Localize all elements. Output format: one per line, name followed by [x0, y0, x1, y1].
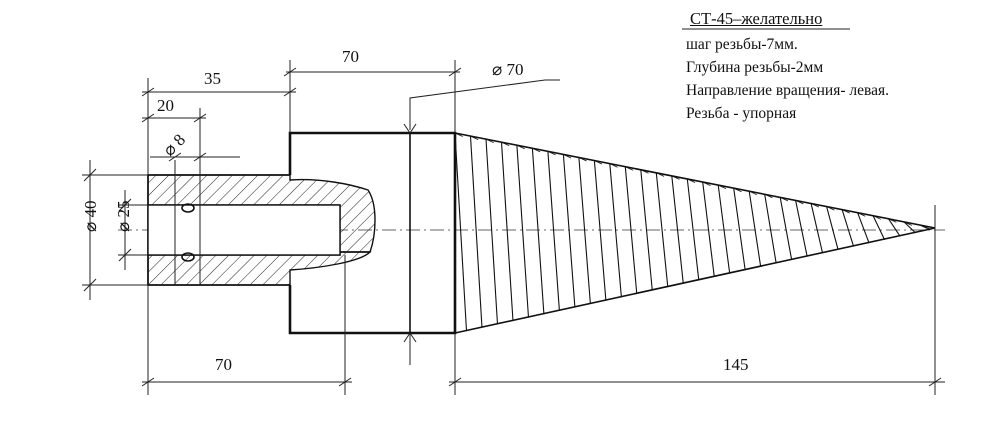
thread-tooth — [780, 197, 789, 202]
dim-dia-40: ⌀ 40 — [81, 201, 100, 233]
shank — [147, 160, 376, 286]
thread-line — [702, 181, 715, 277]
cone — [454, 132, 936, 334]
cross-hole-lower — [181, 252, 195, 262]
dim-35: 35 — [204, 69, 221, 88]
thread-line — [872, 215, 886, 240]
thread-line — [671, 175, 684, 284]
thread-tooth — [656, 172, 665, 177]
thread-tooth — [671, 175, 680, 180]
thread-tooth — [857, 212, 866, 217]
thread-line — [748, 191, 762, 267]
thread-lines — [454, 132, 932, 332]
thread-tooth — [810, 203, 820, 208]
thread-line — [655, 172, 669, 288]
thread-line — [562, 154, 576, 308]
dim-dia-8: ⌀ 8 — [159, 130, 189, 160]
thread-tooth — [640, 169, 649, 174]
thread-tooth — [919, 224, 928, 229]
cross-hole — [181, 203, 195, 213]
thread-line — [469, 136, 483, 328]
thread-tooth — [733, 187, 742, 193]
thread-line — [686, 178, 700, 281]
thread-line — [640, 169, 653, 291]
thread-line — [826, 206, 839, 250]
thread-line — [516, 145, 530, 318]
dim-70-top: 70 — [342, 47, 359, 66]
thread-tooth — [625, 166, 634, 171]
thread-line — [810, 203, 824, 254]
dim-dia-70: ⌀ 70 — [492, 60, 524, 79]
thread-tooth — [749, 190, 758, 196]
thread-line — [609, 163, 622, 298]
thread-tooth — [532, 147, 541, 153]
thread-line — [717, 185, 731, 274]
thread-tooth — [702, 181, 711, 186]
thread-line — [795, 200, 808, 257]
note-thread-type: Резьба - упорная — [686, 105, 797, 122]
hatch-lower — [147, 251, 372, 286]
thread-tooth — [470, 135, 479, 140]
thread-line — [888, 218, 901, 237]
bore — [147, 204, 341, 256]
thread-tooth — [485, 138, 494, 144]
dim-dia-25: ⌀ 25 — [114, 201, 133, 233]
thread-tooth — [578, 157, 587, 162]
collar — [288, 131, 457, 335]
thread-tooth — [547, 151, 556, 156]
thread-line — [593, 160, 607, 301]
thread-line — [857, 212, 870, 244]
dim-70-bottom: 70 — [215, 355, 232, 374]
thread-tooth — [826, 206, 835, 211]
thread-tooth — [563, 154, 572, 159]
thread-tooth — [718, 184, 727, 189]
dim-20: 20 — [157, 96, 174, 115]
note-thread-depth: Глубина резьбы-2мм — [686, 59, 824, 76]
thread-line — [500, 142, 514, 322]
thread-line — [764, 194, 777, 264]
thread-tooth — [454, 132, 463, 137]
thread-tooth — [841, 209, 850, 214]
dim-145: 145 — [723, 355, 749, 374]
thread-line — [779, 197, 793, 261]
thread-tooth — [888, 218, 897, 223]
thread-line — [903, 221, 916, 234]
thread-line — [624, 166, 638, 294]
thread-tooth — [764, 193, 773, 199]
thread-tooth — [687, 178, 696, 183]
thread-tooth — [903, 221, 912, 226]
thread-line — [531, 148, 545, 315]
thread-tooth — [609, 163, 618, 168]
notes-title: СТ-45–желательно — [690, 9, 823, 28]
thread-line — [733, 188, 746, 271]
thread-line — [841, 209, 855, 247]
thread-tooth — [872, 215, 881, 220]
note-thread-pitch: шаг резьбы-7мм. — [686, 36, 798, 53]
thread-line — [485, 139, 499, 325]
thread-tooth — [501, 141, 510, 147]
thread-line — [578, 157, 591, 305]
thread-tooth — [516, 144, 525, 150]
dimension-lines — [82, 28, 945, 395]
thread-line — [454, 132, 468, 332]
note-rotation-direction: Направление вращения- левая. — [686, 82, 889, 99]
thread-tooth — [594, 160, 603, 165]
thread-tooth — [795, 200, 804, 205]
thread-line — [547, 151, 560, 311]
